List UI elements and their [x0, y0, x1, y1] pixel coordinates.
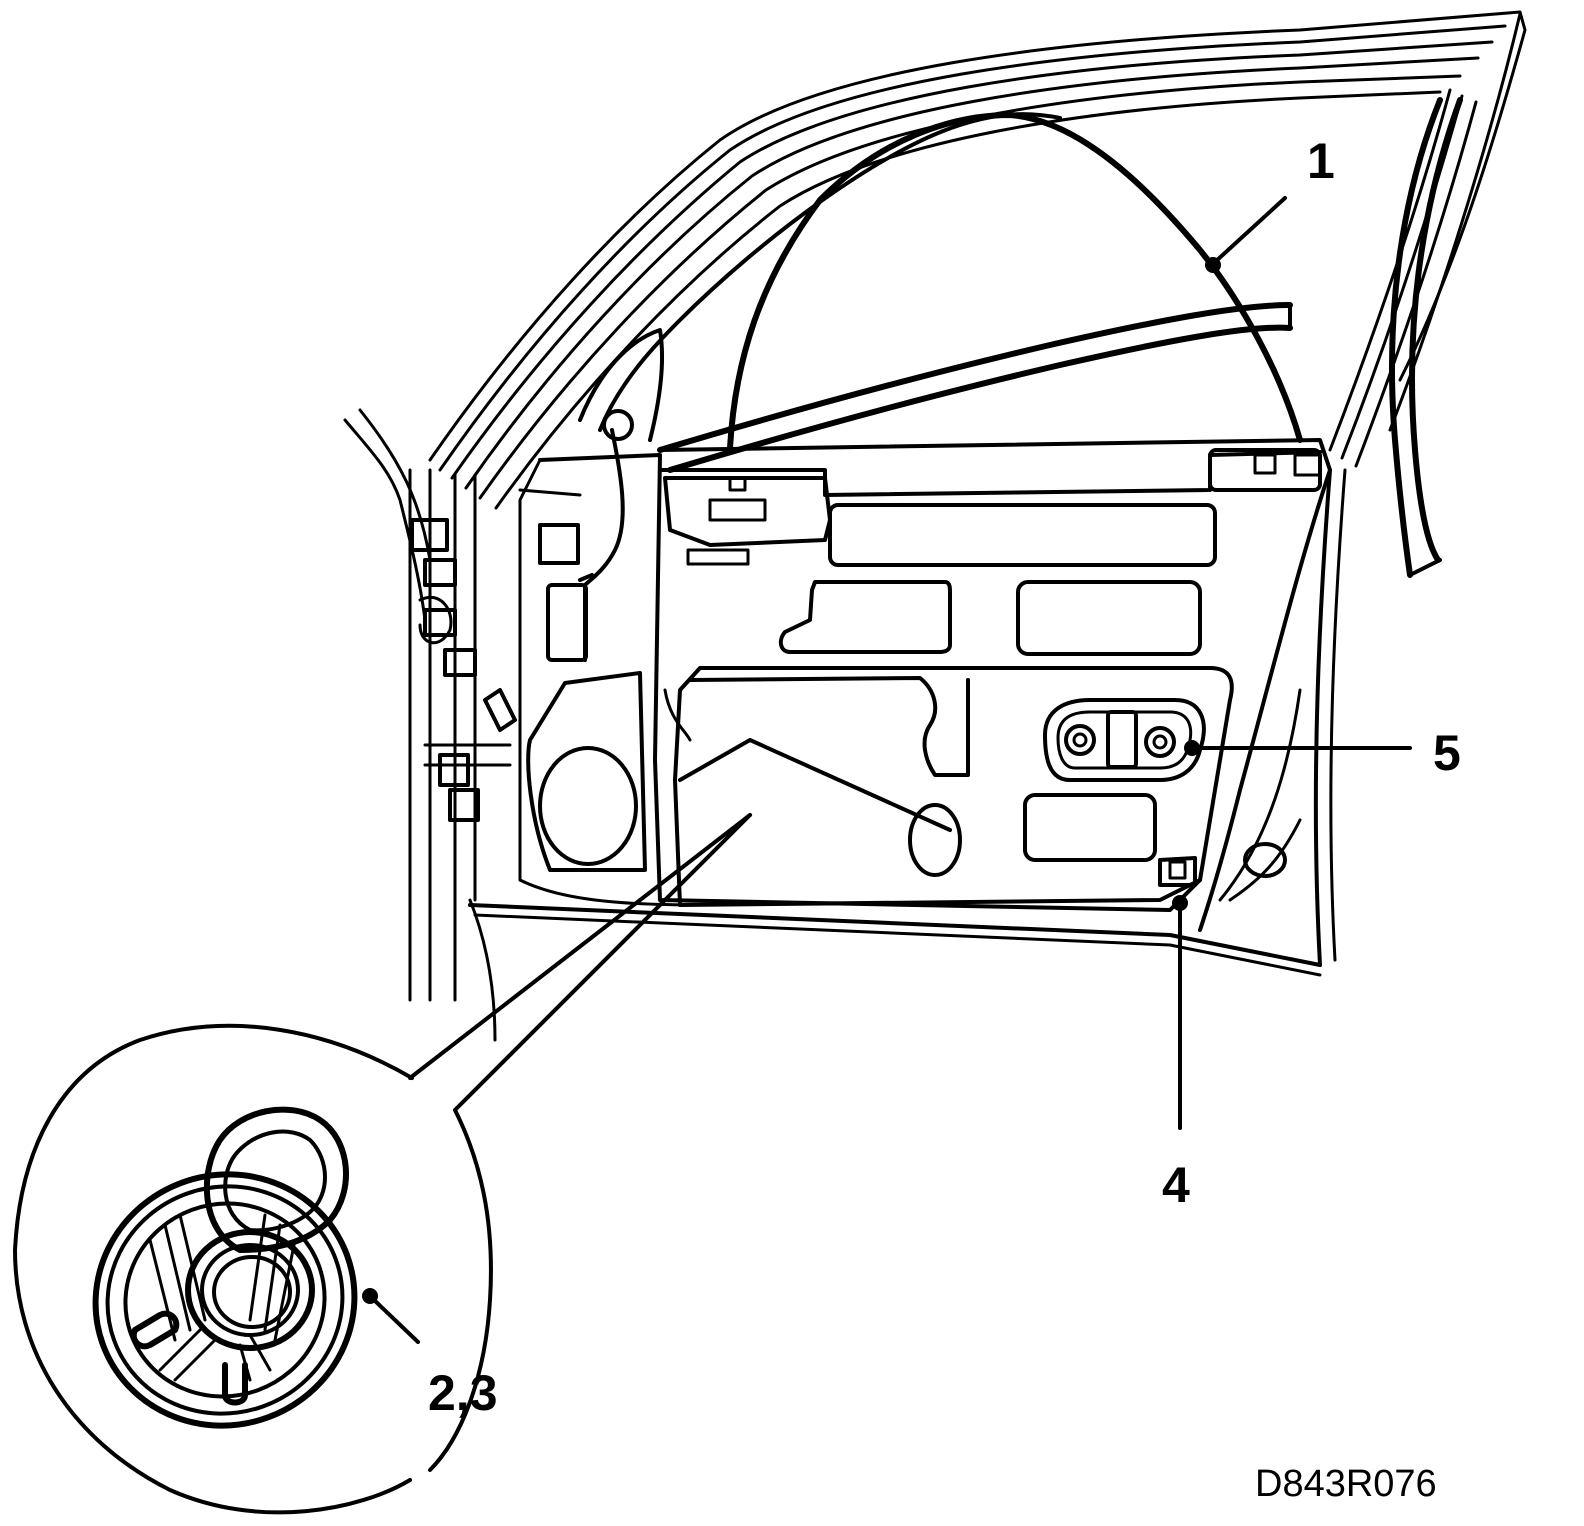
- detail-pointer: [408, 813, 752, 1112]
- callout-4: 4: [1162, 1157, 1190, 1213]
- leader-1: [1205, 196, 1287, 273]
- hinge-pillar: [343, 408, 517, 1042]
- belt-seal-strip: [657, 302, 1293, 473]
- speaker-housing: [526, 671, 962, 877]
- callout-5: 5: [1433, 725, 1461, 781]
- door-bottom-seal: [468, 468, 1347, 977]
- leader-4: [1172, 895, 1188, 1130]
- callout-1: 1: [1307, 133, 1335, 189]
- leader-2-3: [362, 1288, 420, 1344]
- speaker-detail: [92, 1106, 358, 1429]
- mirror-cable: [518, 328, 664, 662]
- leader-5: [1184, 740, 1412, 756]
- detail-circle: [13, 1023, 493, 1515]
- window-glass: [727, 112, 1303, 451]
- door-lock-mechanism: [1023, 698, 1206, 862]
- door-window-frame: [428, 10, 1527, 578]
- callout-2-3: 2,3: [428, 1365, 498, 1421]
- reference-code: D843R076: [1255, 1463, 1437, 1505]
